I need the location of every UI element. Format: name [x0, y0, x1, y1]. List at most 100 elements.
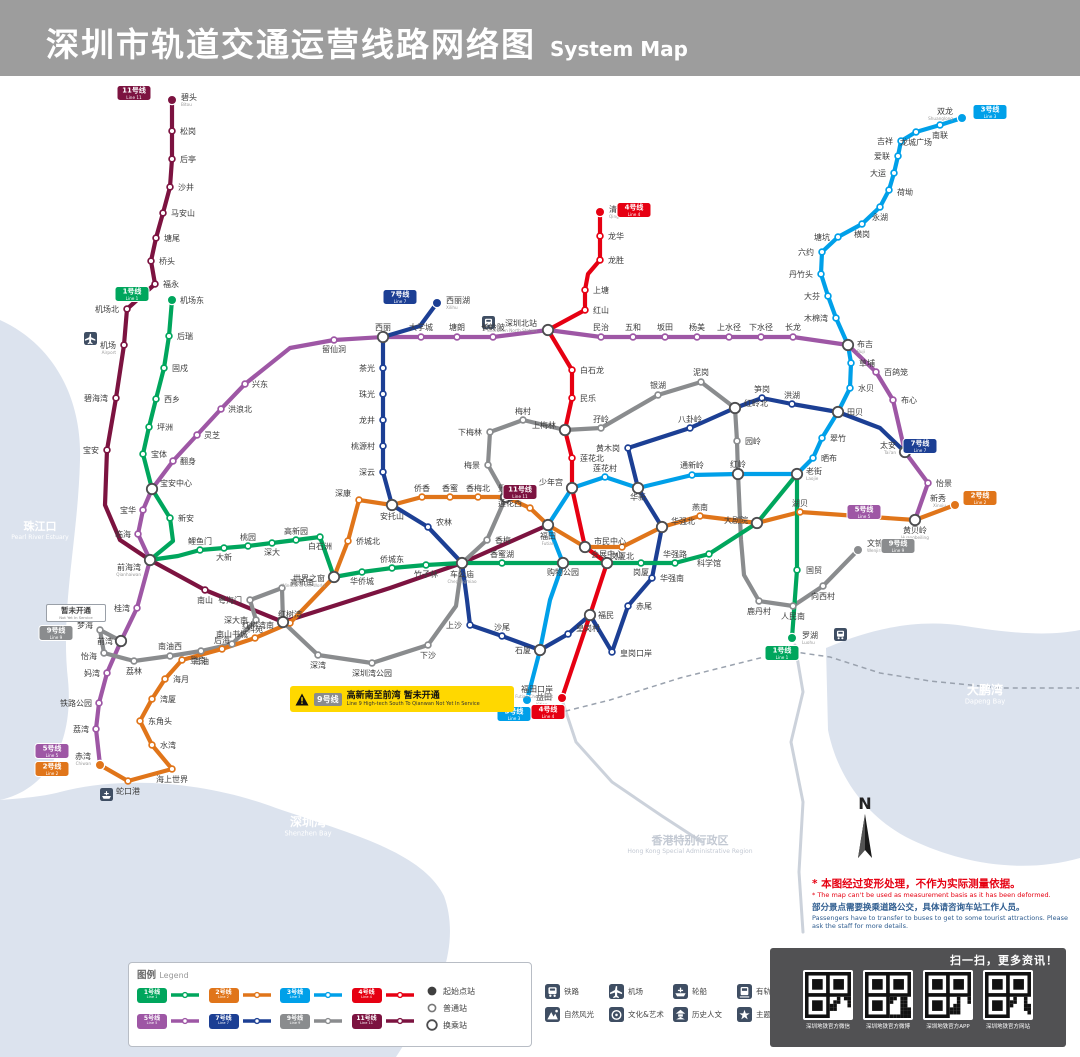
geo-label-zh: 珠江口 — [24, 519, 57, 533]
station-dot — [197, 647, 205, 655]
station-dot — [483, 536, 491, 544]
station-label: 红树湾南 — [242, 620, 274, 630]
station-dot — [379, 390, 387, 398]
station-label: 下梅林 — [458, 427, 482, 437]
station-label-en: Wenjin — [867, 548, 881, 553]
station-dot — [379, 364, 387, 372]
map-text: Line 4 — [628, 212, 641, 217]
note-deformed-zh: * 本图经过变形处理，不作为实际测量依据。 — [812, 878, 1021, 890]
station-dot — [165, 332, 173, 340]
qr-svg — [865, 972, 911, 1018]
station-label: 世界之窗 — [293, 573, 325, 583]
station-label: 香梅北 — [466, 483, 490, 493]
station-label: 石厦 — [515, 646, 531, 655]
station-label: 铁路公园 — [60, 698, 92, 708]
station-dot — [136, 717, 144, 725]
qr-code-label: 深圳地铁官方APP — [926, 1024, 970, 1030]
station-label: 珠光 — [359, 389, 375, 399]
map-text: Line 11 — [126, 95, 142, 100]
legend-interchange-station: 换乘站 — [425, 1018, 475, 1032]
map-text: 2号线 — [43, 762, 62, 771]
station-label: 机场东 — [180, 295, 204, 305]
station-label: 龙城广场 — [900, 137, 932, 147]
history-icon — [673, 1007, 688, 1022]
station-dot — [96, 626, 104, 634]
station-label: 大剧院 — [724, 515, 748, 525]
station-dot — [159, 209, 167, 217]
station-label: 香梅 — [495, 535, 511, 545]
legend-type-label: 起始点站 — [443, 986, 475, 996]
station-label: 吉祥 — [877, 136, 893, 146]
station-label: 前湾 — [97, 636, 113, 646]
station-dot — [581, 306, 589, 314]
warning-icon — [295, 693, 309, 706]
station-label-en: Xilihu — [446, 305, 458, 310]
map-text: 5号线 — [43, 744, 62, 753]
terminal-station-dot — [521, 694, 533, 706]
station-dot — [872, 368, 880, 376]
station-label: 西丽 — [375, 323, 391, 332]
station-label: 银湖 — [650, 380, 666, 390]
station-label: 上水径 — [717, 322, 741, 332]
geo-label-zh: 香港特别行政区 — [651, 833, 729, 847]
station-dot — [809, 454, 817, 462]
station-label: 华新 — [630, 492, 646, 502]
station-label: 鲤鱼门 — [188, 536, 212, 546]
station-label: 草埔 — [859, 358, 875, 368]
note-bus-zh: 部分景点需要换乘道路公交，具体请咨询车站工作人员。 — [812, 903, 1025, 913]
map-text: Line 5 — [46, 753, 59, 758]
interchange-station-dot — [541, 323, 555, 337]
station-label: 香蜜湖 — [490, 549, 514, 559]
history-icon — [673, 1007, 688, 1022]
interchange-station-dot — [276, 615, 290, 629]
station-label: 新安 — [178, 513, 194, 523]
interchange-station-dot — [327, 570, 341, 584]
station-label: 黄木岗 — [596, 443, 620, 453]
station-dot — [564, 630, 572, 638]
interchange-station-dot — [831, 405, 845, 419]
header-bar: 深圳市轨道交通运营线路网络图 System Map — [0, 0, 1080, 76]
station-label-en: Futian — [542, 541, 555, 546]
station-dot — [168, 155, 176, 163]
legend-line-sample — [171, 1017, 199, 1025]
station-label: 红岭 — [730, 459, 746, 469]
map-text: 5号线 — [855, 505, 874, 514]
station-label: 侨城东 — [380, 554, 404, 564]
qr-svg — [985, 972, 1031, 1018]
station-label: 民乐 — [580, 393, 596, 403]
map-text: 4号线 — [625, 203, 644, 212]
interchange-station-dot — [143, 553, 157, 567]
station-layer — [84, 94, 968, 801]
ferry-icon — [100, 788, 113, 801]
station-label: 人民南 — [781, 611, 805, 621]
facility-label: 轮船 — [692, 987, 707, 996]
station-dot — [453, 333, 461, 341]
qr-code-item: 深圳地铁官方微信 — [803, 970, 853, 1030]
station-label: 赤湾 — [75, 751, 91, 761]
rail-icon — [545, 984, 560, 999]
station-label: 文锦 — [867, 538, 883, 548]
station-label: 岗厦 — [633, 568, 649, 577]
station-dot — [618, 543, 626, 551]
station-label: 兴东 — [252, 379, 268, 389]
map-text: Line 7 — [914, 448, 927, 453]
map-text: 2号线 — [971, 491, 990, 500]
art-icon — [609, 1007, 624, 1022]
qr-code-image — [863, 970, 913, 1020]
water-shape — [0, 320, 81, 800]
station-label: 大运 — [870, 168, 886, 178]
station-label: 高新南 — [290, 577, 314, 587]
station-label: 丹竹头 — [789, 269, 813, 279]
geo-label-en: Dapeng Bay — [965, 698, 1005, 706]
interchange-station-dot — [541, 518, 555, 532]
station-dot — [824, 292, 832, 300]
